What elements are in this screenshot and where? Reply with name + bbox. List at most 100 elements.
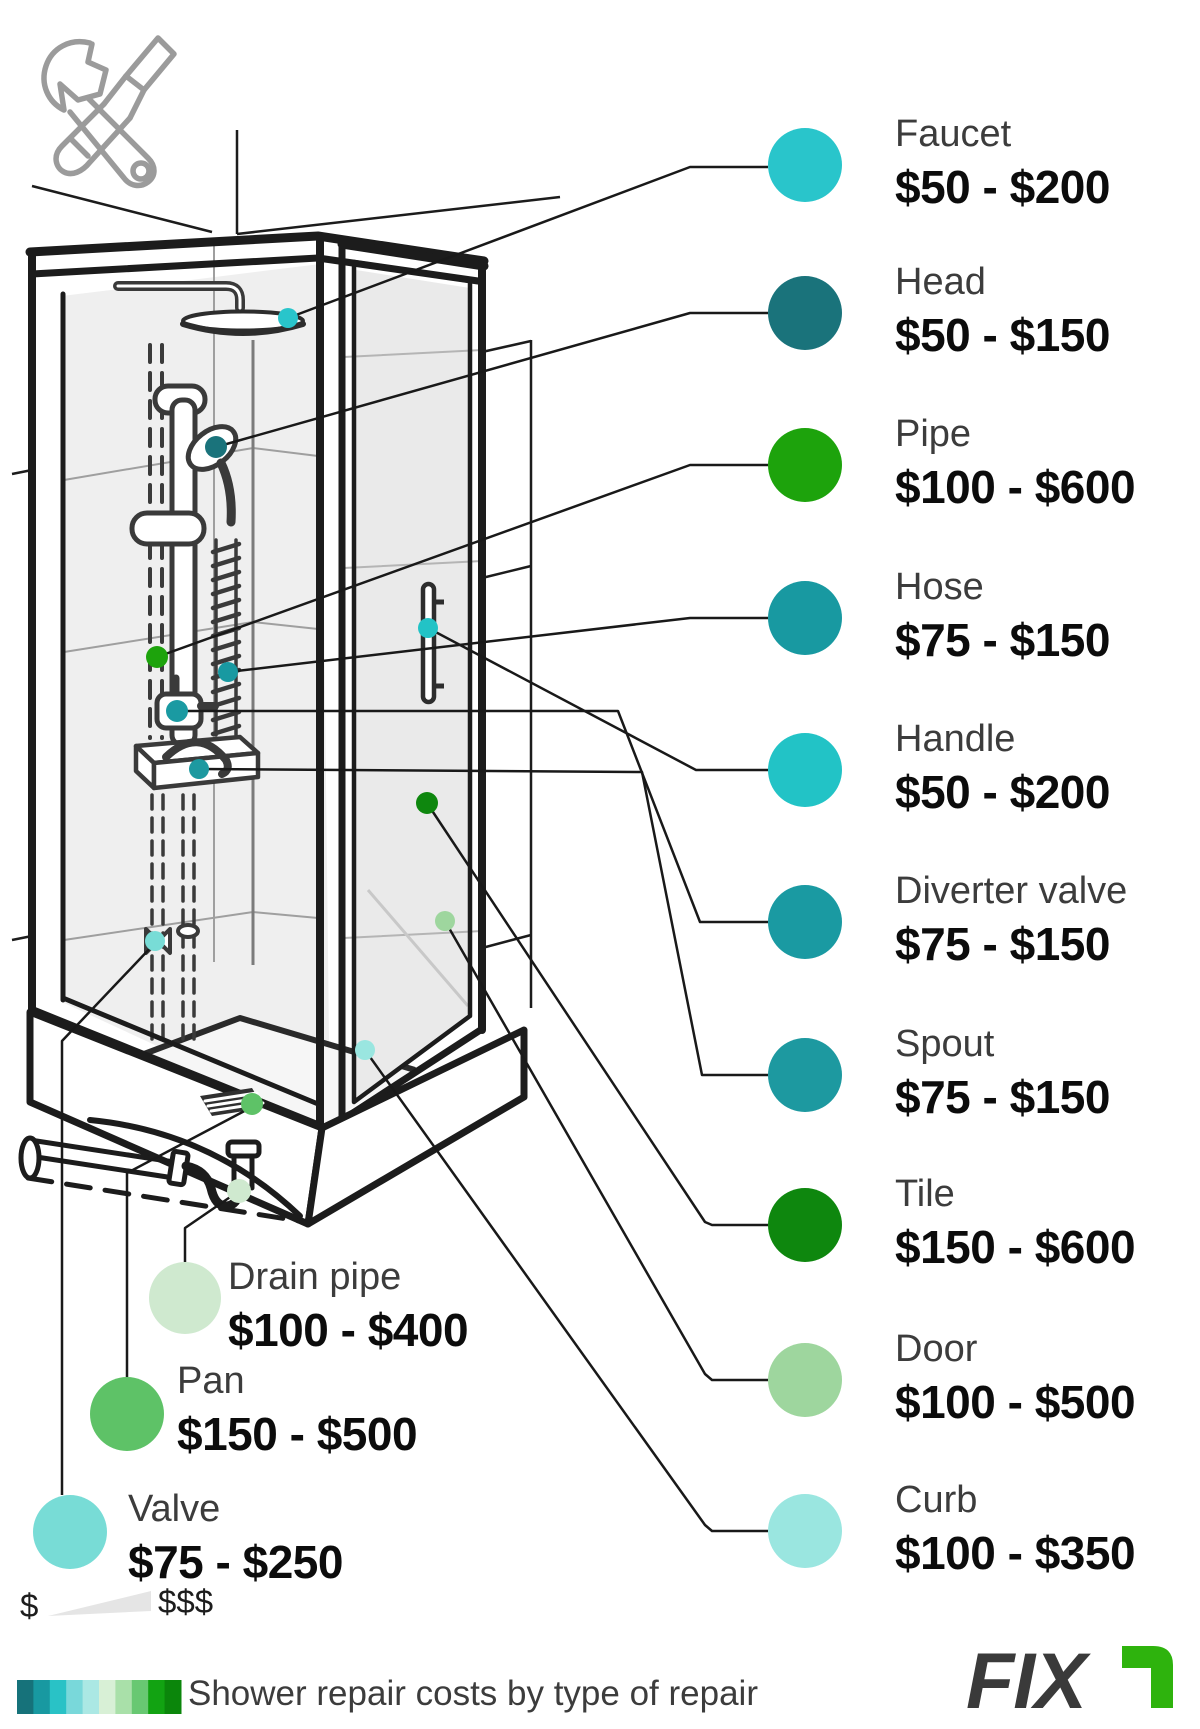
leader-line-drain-pipe — [183, 1189, 240, 1262]
base-apron-arc — [87, 1117, 303, 1219]
legend-price: $50 - $150 — [895, 308, 1110, 361]
legend-label: Valve — [128, 1488, 221, 1530]
price-scale: $ $$$ — [17, 1583, 213, 1714]
legend-dot-spout — [768, 1038, 842, 1112]
indicator-dot-drain-pipe — [227, 1179, 251, 1203]
scale-swatch-4 — [66, 1680, 84, 1714]
legend-item-curb: Curb$100 - $350 — [768, 1479, 1136, 1581]
shower-column — [113, 281, 306, 1050]
legend-label: Tile — [895, 1173, 955, 1215]
indicator-dot-faucet — [278, 308, 298, 328]
scale-swatch-2 — [33, 1680, 51, 1714]
scale-swatch-3 — [49, 1680, 67, 1714]
legend-item-handle: Handle $50 - $200 — [768, 718, 1110, 820]
legend-price: $150 - $500 — [177, 1407, 418, 1460]
leader-line-valve — [60, 942, 156, 1495]
legend-item-drain-pipe: Drain pipe $100 - $400 — [228, 1256, 469, 1358]
scale-triangle — [48, 1591, 151, 1616]
scale-swatch-9 — [148, 1680, 166, 1714]
legend-label: Diverter valve — [895, 870, 1128, 912]
legend-dot-door — [768, 1343, 842, 1417]
scale-swatch-6 — [99, 1680, 116, 1714]
legend-dot-valve — [33, 1495, 107, 1569]
legend-dot-faucet — [768, 128, 842, 202]
legend-item-tile: Tile $150 - $600 — [768, 1173, 1136, 1275]
legend-item-head: Head $50 - $150 — [768, 261, 1110, 363]
scale-low-label: $ — [20, 1587, 38, 1624]
legend-item-spout: Spout $75 - $150 — [768, 1023, 1110, 1125]
legend-label: Curb — [895, 1479, 978, 1521]
scale-swatch-5 — [82, 1680, 100, 1714]
legend-label: Hose — [895, 566, 984, 608]
scale-swatch-8 — [131, 1680, 149, 1714]
leader-line-diverter-valve — [177, 709, 768, 924]
enclosure-frame — [25, 231, 489, 1131]
tools-icon — [41, 35, 177, 189]
leader-line-head — [215, 311, 768, 449]
tub-spout — [162, 738, 232, 778]
legend-price: $50 - $200 — [895, 765, 1110, 818]
legend-dot-tile — [768, 1188, 842, 1262]
legend-label: Spout — [895, 1023, 995, 1065]
legend-dot-pan — [90, 1377, 164, 1451]
chart-caption: Shower repair costs by type of repair — [188, 1674, 758, 1713]
legend-item-hose: Hose $75 - $150 — [768, 566, 1110, 668]
scale-high-label: $$$ — [158, 1583, 213, 1620]
legend-price: $100 - $600 — [895, 460, 1136, 513]
leader-line-door — [443, 920, 768, 1382]
legend-price: $75 - $250 — [128, 1535, 343, 1588]
legend-price: $75 - $150 — [895, 1070, 1110, 1123]
legend-price: $100 - $400 — [228, 1303, 469, 1356]
indicator-dot-valve — [145, 931, 165, 951]
legend-label: Door — [895, 1328, 978, 1370]
leader-line-tile — [425, 802, 768, 1227]
legend-label: Pan — [177, 1360, 245, 1402]
legend-dot-hose — [768, 581, 842, 655]
screwdriver-shaft — [69, 73, 147, 159]
leader-line-hose — [227, 616, 768, 674]
wrench-hole — [130, 160, 152, 182]
legend-label: Drain pipe — [228, 1256, 402, 1298]
indicator-dot-handle — [418, 618, 438, 638]
legend-label: Head — [895, 261, 986, 303]
legend-item-door: Door$100 - $500 — [768, 1328, 1136, 1430]
legend-item-pipe: Pipe $100 - $600 — [768, 413, 1136, 515]
door-handle — [420, 581, 444, 705]
legend-label: Faucet — [895, 113, 1012, 155]
wrench-handle — [67, 95, 157, 189]
scale-swatch-1 — [17, 1680, 34, 1714]
indicator-dot-tile — [416, 792, 438, 814]
legend-price: $75 - $150 — [895, 613, 1110, 666]
leader-line-pan — [125, 1105, 253, 1377]
leader-lines — [60, 165, 768, 1533]
rail-bracket — [129, 510, 207, 547]
handheld-grip — [216, 458, 236, 527]
indicator-dot-pipe — [146, 646, 168, 668]
scale-swatch-10 — [164, 1680, 182, 1714]
legend-price: $150 - $600 — [895, 1220, 1136, 1273]
leader-line-handle — [427, 626, 768, 772]
indicator-dot-head — [205, 436, 227, 458]
leader-line-pipe — [156, 463, 768, 659]
brand-r-glyph — [1122, 1646, 1173, 1708]
pipe-ring — [176, 923, 200, 939]
shower-door-glass — [343, 270, 483, 1098]
wrench-icon — [41, 39, 109, 113]
legend-label: Pipe — [895, 413, 972, 455]
hidden-floor-line — [25, 1175, 309, 1225]
legend-dot-drain-pipe — [149, 1262, 221, 1334]
indicator-dot-hose — [218, 662, 238, 682]
leader-line-spout — [198, 767, 768, 1077]
legend-label: Handle — [895, 718, 1016, 760]
legend-item-diverter-valve: Diverter valve $75 - $150 — [768, 870, 1127, 972]
fixr-logo: FIX — [966, 1636, 1173, 1725]
hidden-supply-pipes — [150, 793, 196, 1050]
screwdriver-blade — [123, 35, 177, 93]
legend-price: $75 - $150 — [895, 917, 1110, 970]
brand-fix-text: FIX — [966, 1636, 1091, 1725]
legend-item-faucet: Faucet$50 - $200 — [768, 113, 1110, 215]
scale-swatch-7 — [115, 1680, 133, 1714]
indicator-dot-diverter-valve — [166, 700, 188, 722]
